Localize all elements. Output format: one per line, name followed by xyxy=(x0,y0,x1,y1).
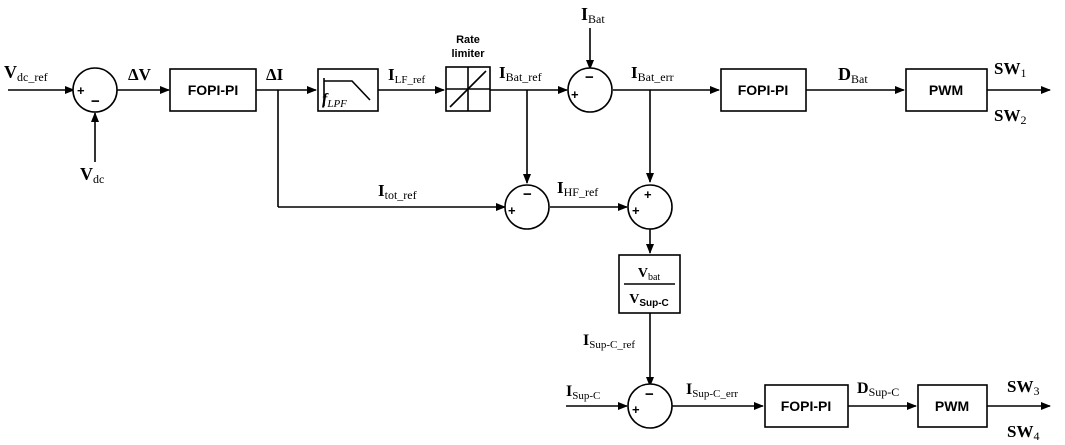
label-delta-i: ΔI xyxy=(266,65,284,84)
sign-minus: − xyxy=(523,186,532,203)
svg-text:Vbat: Vbat xyxy=(638,266,661,283)
label-vdc: Vdc xyxy=(80,164,104,186)
sign-plus: + xyxy=(632,203,640,218)
label-ihf-ref: IHF_ref xyxy=(557,178,598,199)
summing-junction-1: + − xyxy=(72,67,118,113)
summing-junction-4: + + xyxy=(627,184,673,230)
sign-minus: − xyxy=(645,386,654,403)
summing-junction-2: + − xyxy=(567,67,613,113)
sign-plus: + xyxy=(508,203,516,218)
connection-lines xyxy=(8,28,1051,410)
sign-minus: − xyxy=(91,93,100,110)
svg-text:limiter: limiter xyxy=(451,48,485,60)
label-dsupc: DSup-C xyxy=(857,380,899,399)
svg-text:fLPF: fLPF xyxy=(322,91,347,110)
label-isupc-ref: ISup-C_ref xyxy=(583,332,635,351)
pwm-block-2: PWM xyxy=(917,384,988,428)
svg-text:PWM: PWM xyxy=(935,398,969,414)
rate-limiter-block: Rate limiter xyxy=(445,34,491,112)
svg-text:FOPI-PI: FOPI-PI xyxy=(188,82,239,98)
label-isupc-err: ISup-C_err xyxy=(686,381,738,400)
label-sw2: SW2 xyxy=(994,106,1026,127)
svg-text:FOPI-PI: FOPI-PI xyxy=(781,398,832,414)
label-ibat-err: IBat_err xyxy=(631,63,674,84)
label-ibat-ref: IBat_ref xyxy=(499,63,542,84)
label-delta-v: ΔV xyxy=(128,65,152,84)
svg-text:Rate: Rate xyxy=(456,34,480,46)
fopi-pi-block-3: FOPI-PI xyxy=(764,384,849,428)
label-sw3: SW3 xyxy=(1007,377,1039,398)
svg-text:PWM: PWM xyxy=(929,82,963,98)
label-ilf-ref: ILF_ref xyxy=(388,65,426,86)
label-isupc: ISup-C xyxy=(566,383,600,402)
label-vdc-ref: Vdc_ref xyxy=(4,62,48,84)
voltage-ratio-block: Vbat VSup-C xyxy=(618,254,681,314)
pwm-block-1: PWM xyxy=(905,68,988,112)
svg-text:VSup-C: VSup-C xyxy=(629,292,669,309)
fopi-pi-block-1: FOPI-PI xyxy=(169,68,257,112)
sign-plus: + xyxy=(632,402,640,417)
sign-plus: + xyxy=(644,187,652,202)
sign-plus: + xyxy=(77,83,85,98)
label-sw4: SW4 xyxy=(1007,422,1039,443)
fopi-pi-block-2: FOPI-PI xyxy=(720,68,807,112)
low-pass-filter-block: fLPF xyxy=(317,68,379,112)
label-itot-ref: Itot_ref xyxy=(378,181,417,202)
svg-text:FOPI-PI: FOPI-PI xyxy=(738,82,789,98)
label-sw1: SW1 xyxy=(994,59,1026,80)
label-dbat: DBat xyxy=(838,64,868,86)
summing-junction-3: + − xyxy=(504,184,550,230)
summing-junction-5: − + xyxy=(627,383,673,429)
sign-minus: − xyxy=(585,69,594,86)
sign-plus: + xyxy=(571,87,579,102)
label-ibat: IBat xyxy=(581,4,605,26)
